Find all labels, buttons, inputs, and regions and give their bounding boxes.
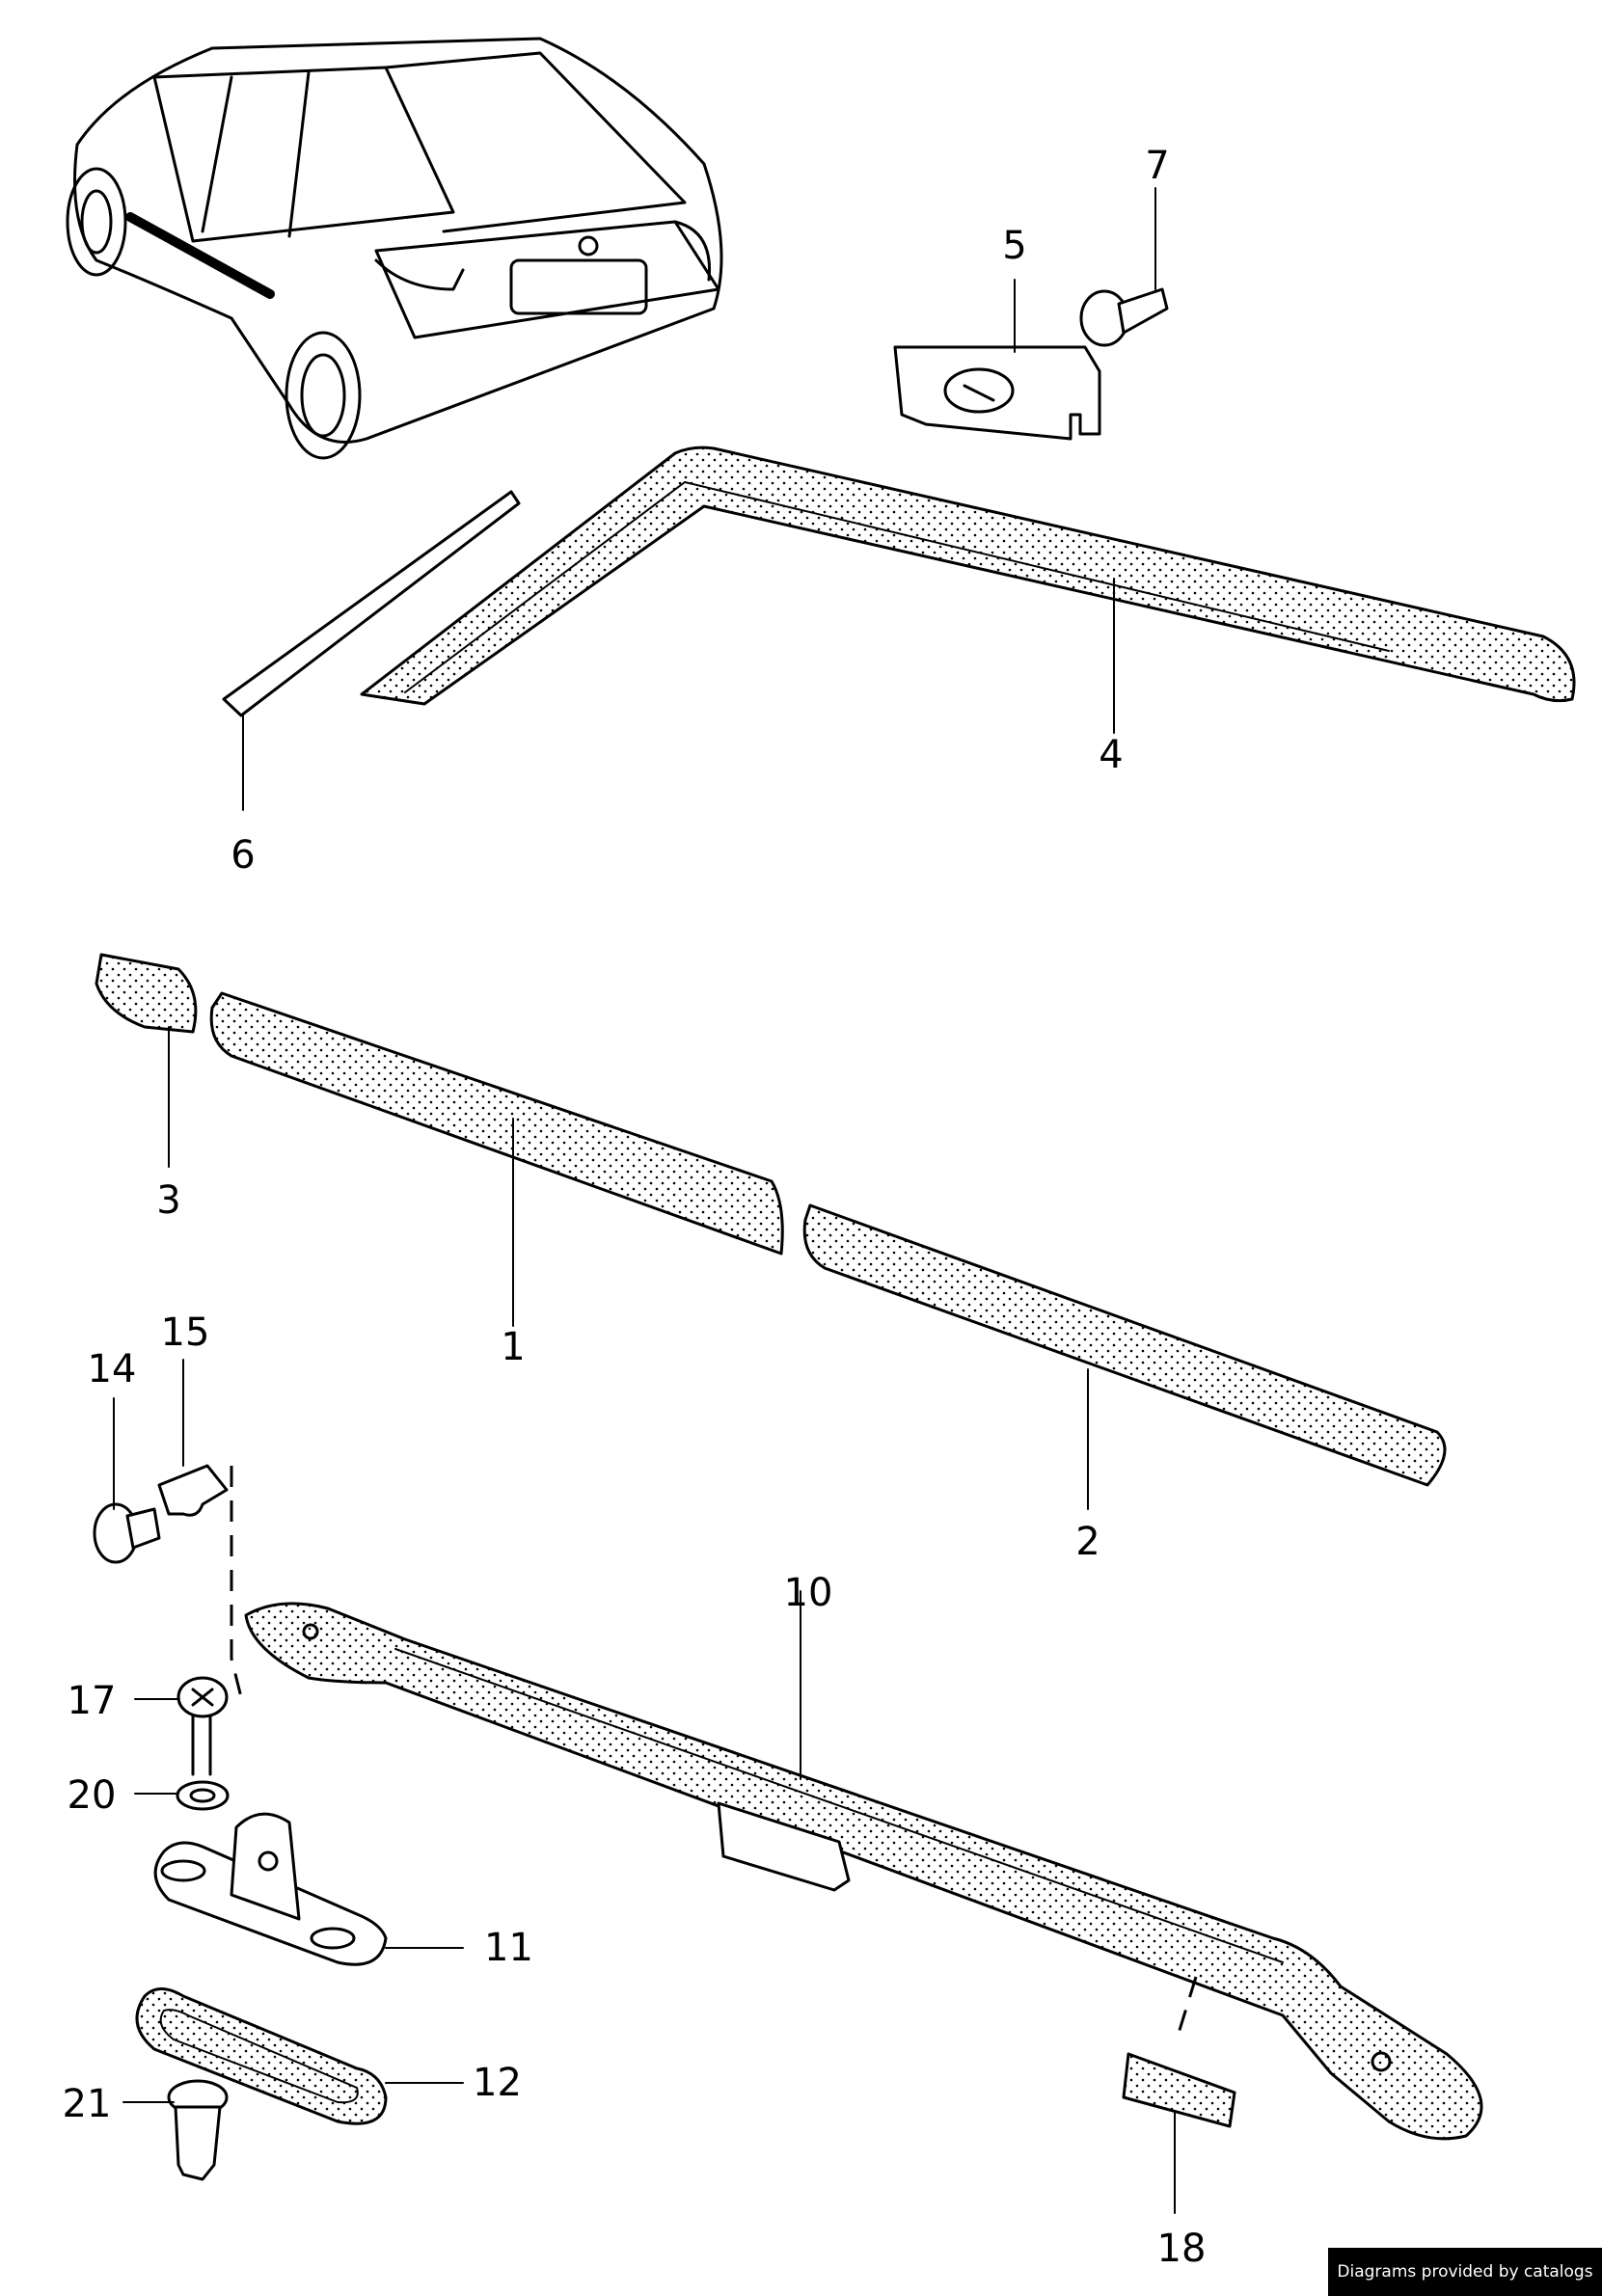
callout-5: 5 [1002,224,1026,268]
part-20-washer [134,1780,230,1811]
part-5-clip [893,279,1101,441]
callout-2: 2 [1075,1520,1100,1564]
part-18-sticker [1122,2052,1236,2214]
callout-11: 11 [484,1926,533,1970]
part-17-bolt [134,1676,229,1776]
callout-3: 3 [156,1178,180,1223]
callout-15: 15 [161,1310,210,1355]
part-11-bracket [153,1812,464,1966]
part-2-rear-moulding [802,1203,1447,1510]
callout-10: 10 [784,1571,833,1615]
part-3-end-cap [95,953,198,1168]
car-illustration [66,37,723,460]
part-1-front-moulding [209,991,784,1327]
part-6-window-strip [222,490,521,811]
part-4-frame-moulding [360,446,1576,734]
callout-18: 18 [1157,2227,1207,2271]
callout-20: 20 [68,1773,117,1818]
callout-21: 21 [63,2082,112,2126]
part-15-grommet [157,1359,243,1698]
part-12-gasket [135,1987,464,2125]
callout-6: 6 [231,833,255,878]
callout-14: 14 [88,1347,137,1391]
part-10-roof-rail [244,1590,1483,2141]
callout-7: 7 [1145,144,1169,188]
part-14-screw [93,1397,161,1564]
part-21-plug [122,2079,229,2181]
callout-1: 1 [501,1325,525,1369]
callout-12: 12 [473,2061,522,2105]
part-7-screw [1079,187,1169,347]
credit-banner: Diagrams provided by catalogs parts [1328,2248,1602,2296]
callout-4: 4 [1099,733,1123,777]
callout-17: 17 [68,1679,117,1723]
